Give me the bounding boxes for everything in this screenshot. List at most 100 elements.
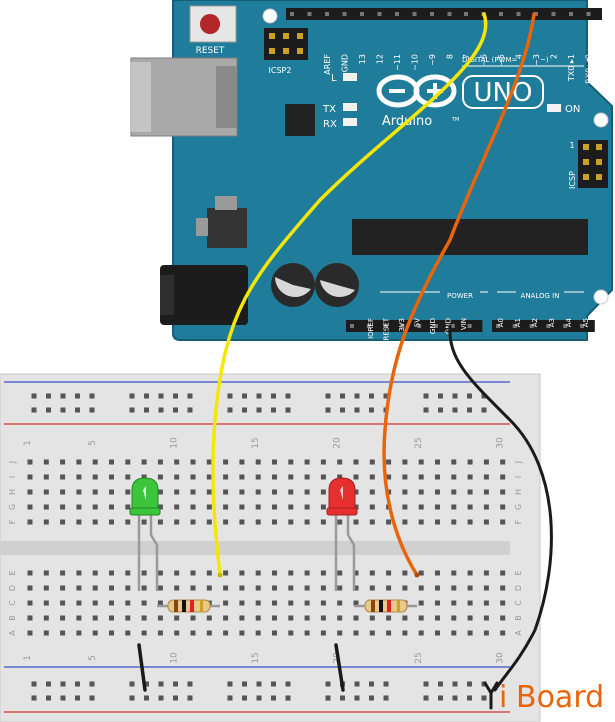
breadboard-hole [92, 570, 98, 576]
header-pin [417, 324, 422, 328]
breadboard-hole [383, 681, 389, 687]
breadboard-hole [304, 474, 310, 480]
breadboard-hole [256, 695, 262, 701]
breadboard-hole [304, 585, 310, 591]
breadboard-hole [272, 600, 277, 606]
breadboard-hole [206, 519, 212, 525]
resistor [354, 599, 417, 613]
breadboard-hole [125, 585, 131, 591]
breadboard-hole [272, 489, 277, 495]
breadboard-hole [369, 695, 374, 701]
breadboard-hole [141, 630, 147, 636]
pin-header [492, 320, 595, 332]
breadboard-hole [304, 630, 310, 636]
breadboard-hole [402, 504, 408, 510]
breadboard-hole [418, 459, 424, 465]
breadboard-hole [125, 489, 131, 495]
breadboard-hole [255, 504, 261, 510]
breadboard-hole [386, 585, 392, 591]
breadboard-hole [158, 681, 164, 687]
breadboard-hole [27, 489, 33, 495]
header-pin [307, 12, 312, 16]
breadboard-hole [239, 570, 245, 576]
header-pin [450, 324, 455, 328]
icsp-pin [297, 48, 303, 54]
breadboard-hole [27, 504, 33, 510]
green-led [129, 477, 161, 516]
row-letter-label: C [514, 600, 523, 606]
breadboard-hole [451, 459, 457, 465]
breadboard-hole [467, 489, 473, 495]
breadboard-hole [223, 585, 229, 591]
breadboard-hole [187, 407, 193, 413]
breadboard-hole [285, 407, 291, 413]
breadboard-hole [337, 519, 343, 525]
column-number-label: 5 [88, 440, 98, 446]
row-letter-label: E [8, 570, 17, 575]
breadboard-hole [76, 504, 82, 510]
breadboard-hole [483, 519, 489, 525]
breadboard-hole [435, 474, 440, 480]
row-letter-label: A [514, 630, 523, 636]
breadboard-hole [500, 585, 506, 591]
breadboard-hole [157, 615, 163, 621]
breadboard-hole [483, 600, 489, 606]
pin-headers [286, 8, 602, 332]
breadboard-hole [337, 585, 343, 591]
column-number-label: 5 [88, 655, 98, 661]
breadboard-hole [386, 459, 392, 465]
breadboard-hole [255, 585, 261, 591]
breadboard-hole [109, 459, 114, 465]
header-pin [360, 12, 364, 16]
breadboard-hole [467, 630, 473, 636]
breadboard-hole [320, 630, 326, 636]
breadboard-hole [320, 459, 326, 465]
icsp2-header [264, 28, 308, 60]
header-pin [467, 324, 472, 328]
breadboard-hole [223, 600, 229, 606]
header-pin [412, 12, 417, 16]
column-number-label: 30 [496, 652, 506, 664]
column-number-label: 15 [251, 652, 261, 663]
breadboard-hole [467, 393, 472, 399]
header-pin [377, 12, 382, 16]
breadboard-hole [423, 393, 429, 399]
breadboard-hole [402, 615, 408, 621]
breadboard-hole [27, 474, 33, 480]
breadboard-hole [272, 585, 277, 591]
breadboard-hole [109, 504, 114, 510]
led-l [343, 73, 357, 81]
breadboard-hole [174, 474, 180, 480]
breadboard-hole [452, 695, 458, 701]
breadboard-hole [500, 519, 506, 525]
breadboard-hole [227, 695, 233, 701]
column-number-label: 10 [170, 437, 180, 449]
breadboard-hole [27, 519, 33, 525]
breadboard-hole [337, 615, 343, 621]
breadboard-hole [75, 393, 80, 399]
breadboard-holes [27, 393, 506, 701]
pin-label: ~10 [411, 54, 420, 71]
breadboard-hole [255, 630, 261, 636]
breadboard-hole [242, 407, 247, 413]
header-pin [516, 12, 521, 16]
breadboard-hole [467, 695, 472, 701]
breadboard-hole [452, 393, 458, 399]
breadboard-hole [467, 681, 472, 687]
breadboard-hole [481, 393, 487, 399]
breadboard-hole [144, 681, 149, 687]
pin-label: 8 [446, 54, 455, 59]
breadboard-hole [418, 630, 424, 636]
breadboard-hole [144, 695, 149, 701]
breadboard-hole [158, 407, 164, 413]
digital-label: DIGITAL (PWM= [462, 56, 518, 64]
pin-label: AREF [323, 54, 332, 75]
breadboard-hole [227, 681, 233, 687]
row-letter-label: J [8, 461, 17, 464]
breadboard-hole [190, 504, 196, 510]
breadboard-hole [92, 474, 98, 480]
breadboard-hole [187, 681, 193, 687]
header-pin [342, 12, 347, 16]
